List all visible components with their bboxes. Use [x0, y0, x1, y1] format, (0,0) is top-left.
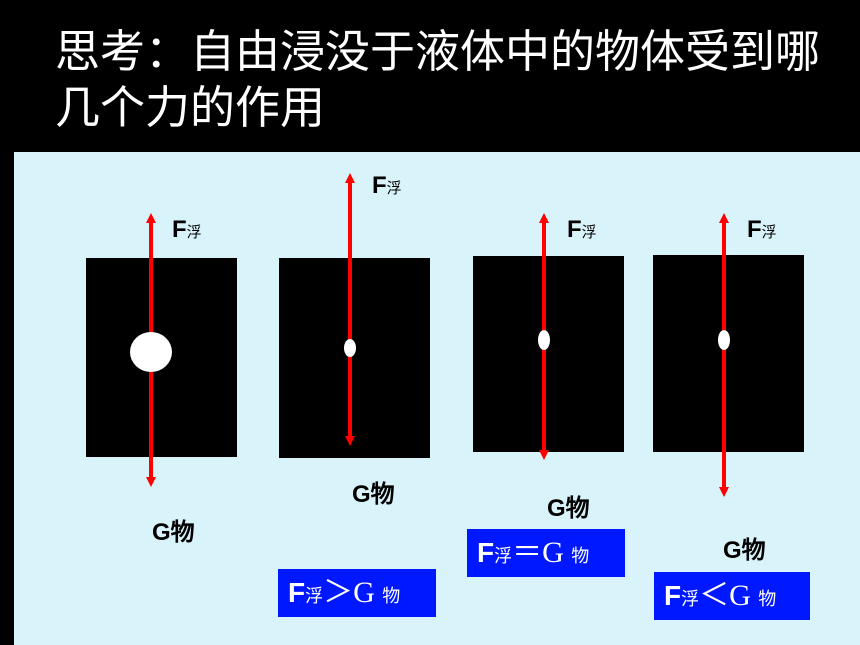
center-dot-4	[718, 330, 730, 350]
buoyancy-label-3: F浮	[567, 216, 597, 243]
center-dot-3	[538, 330, 550, 350]
gravity-label-2: G物	[352, 481, 395, 508]
gravity-label-1: G物	[152, 519, 195, 546]
relation-greater: F浮＞G 物	[278, 569, 436, 617]
center-dot-2	[344, 339, 356, 357]
gravity-label-3: G物	[547, 495, 590, 522]
object-block-3	[473, 256, 624, 452]
center-dot-1	[130, 332, 172, 372]
gravity-label-4: G物	[723, 537, 766, 564]
object-block-4	[653, 255, 804, 452]
question-title: 思考：自由浸没于液体中的物体受到哪几个力的作用	[55, 25, 821, 134]
buoyancy-label-2: F浮	[372, 172, 402, 199]
relation-equal: F浮＝G 物	[467, 529, 625, 577]
buoyancy-label-1: F浮	[172, 216, 202, 243]
relation-less: F浮＜G 物	[654, 572, 810, 620]
buoyancy-label-4: F浮	[747, 216, 777, 243]
object-block-2	[279, 258, 430, 458]
